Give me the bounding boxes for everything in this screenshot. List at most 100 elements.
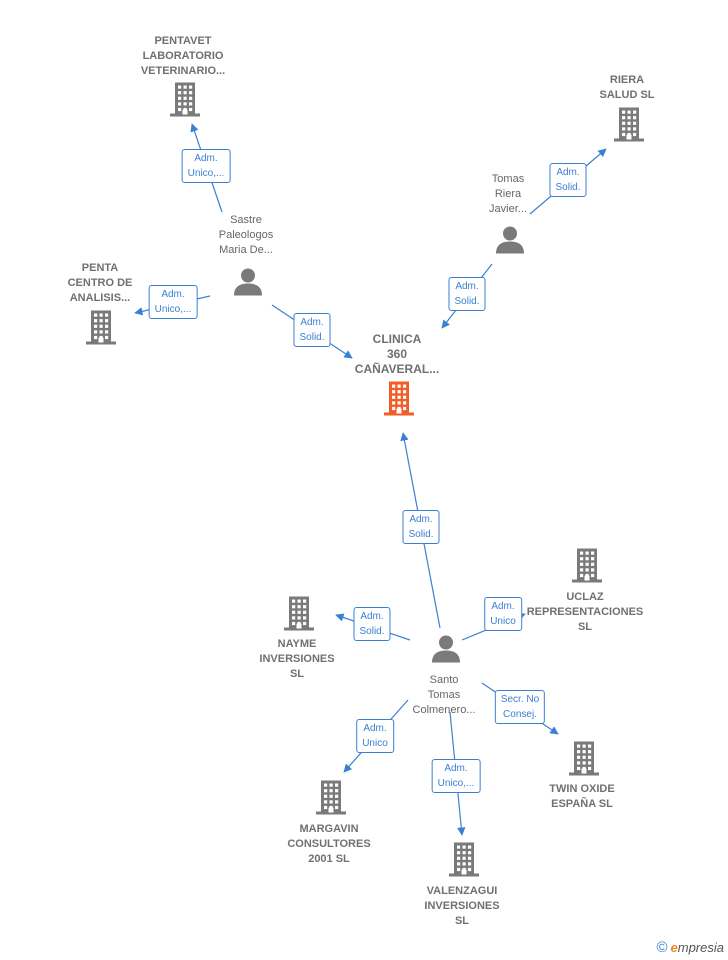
node-label-line: RIERA (609, 74, 645, 86)
edge-label-line: Adm. (556, 167, 580, 178)
node-penta[interactable] (84, 309, 118, 350)
node-label-line: CENTRO DE (67, 277, 133, 289)
edge-label-line: Consej. (503, 709, 537, 720)
edge-label-line: Adm. (363, 723, 387, 734)
node-label-line: LABORATORIO (142, 50, 224, 62)
node-label-line: CONSULTORES (287, 838, 371, 850)
node-pentavet[interactable] (168, 81, 202, 122)
node-clinica[interactable] (382, 380, 416, 421)
node-label-valenzagui[interactable]: VALENZAGUI INVERSIONES SL (424, 884, 499, 929)
edge-label-santo-valenzagui[interactable]: Adm. Unico,... (431, 759, 481, 793)
building-icon (572, 548, 602, 583)
edge-label-line: Unico,... (187, 168, 225, 179)
node-label-line: PENTAVET (154, 35, 212, 47)
building-icon (284, 596, 314, 631)
copyright-symbol: © (656, 939, 668, 956)
node-label-line: PENTA (81, 262, 119, 274)
node-label-line: CAÑAVERAL... (354, 362, 440, 376)
node-label-line: SL (454, 915, 470, 927)
node-uclaz[interactable] (570, 547, 604, 588)
footer-brand: ©empresia (656, 939, 724, 956)
node-santo[interactable] (431, 634, 461, 669)
node-label-line: INVERSIONES (259, 653, 335, 665)
node-valenzagui[interactable] (447, 841, 481, 882)
node-label-riera[interactable]: RIERA SALUD SL (600, 73, 655, 103)
edge-label-line: Adm. (194, 153, 218, 164)
edge-label-sastre-clinica[interactable]: Adm. Solid. (293, 313, 331, 347)
building-icon (316, 780, 346, 815)
node-label-line: TWIN OXIDE (549, 783, 615, 795)
node-label-line: 2001 SL (308, 853, 350, 865)
edge-label-line: Adm. (360, 611, 384, 622)
node-label-line: Tomas (427, 689, 461, 701)
edge-label-sastre-penta[interactable]: Adm. Unico,... (148, 285, 198, 319)
edge-label-santo-clinica[interactable]: Adm. Solid. (402, 510, 440, 544)
person-icon (234, 268, 262, 296)
node-label-line: Javier... (489, 203, 527, 215)
node-twin[interactable] (567, 740, 601, 781)
node-label-line: VETERINARIO... (140, 65, 226, 77)
building-icon (449, 842, 479, 877)
node-label-line: NAYME (277, 638, 317, 650)
edge-label-line: Solid. (408, 529, 434, 540)
node-label-nayme[interactable]: NAYME INVERSIONES SL (259, 637, 334, 682)
brand-initial: e (670, 940, 678, 955)
edge-label-line: Adm. (300, 317, 324, 328)
edge-label-santo-twin[interactable]: Secr. No Consej. (494, 690, 546, 724)
node-label-line: UCLAZ (566, 591, 604, 603)
edge-label-sastre-pentavet[interactable]: Adm. Unico,... (181, 149, 231, 183)
edge-label-line: Unico,... (437, 778, 475, 789)
edge-label-line: Unico (362, 738, 388, 749)
node-margavin[interactable] (314, 779, 348, 820)
node-label-line: CLINICA (372, 332, 422, 346)
node-nayme[interactable] (282, 595, 316, 636)
node-label-line: REPRESENTACIONES (526, 606, 644, 618)
node-sastre[interactable] (233, 267, 263, 302)
node-label-twin[interactable]: TWIN OXIDE ESPAÑA SL (549, 782, 614, 812)
building-icon (614, 107, 644, 142)
node-label-line: Santo (429, 674, 459, 686)
edge-label-santo-uclaz[interactable]: Adm. Unico (484, 597, 522, 631)
node-label-line: Paleologos (218, 229, 274, 241)
building-icon (569, 741, 599, 776)
node-riera[interactable] (612, 106, 646, 147)
edge-label-line: Unico (490, 616, 516, 627)
building-icon (384, 381, 414, 416)
edge-label-line: Adm. (491, 601, 515, 612)
node-label-uclaz[interactable]: UCLAZ REPRESENTACIONES SL (527, 590, 644, 635)
node-label-pentavet[interactable]: PENTAVET LABORATORIO VETERINARIO... (141, 34, 225, 79)
building-icon (170, 82, 200, 117)
node-label-line: SL (289, 668, 305, 680)
edge-label-line: Solid. (454, 296, 480, 307)
edge-label-line: Adm. (444, 763, 468, 774)
edge-label-line: Solid. (555, 182, 581, 193)
building-icon (86, 310, 116, 345)
node-label-line: VALENZAGUI (426, 885, 498, 897)
node-label-line: SALUD SL (599, 89, 655, 101)
node-label-line: ESPAÑA SL (551, 798, 613, 810)
edge-label-santo-nayme[interactable]: Adm.Solid. (353, 607, 391, 641)
edge-label-line: Adm. (409, 514, 433, 525)
node-label-line: Colmenero... (412, 704, 476, 716)
node-label-line: Maria De... (219, 244, 273, 256)
edge-label-line: Adm. (455, 281, 479, 292)
edge-label-tomas-clinica[interactable]: Adm. Solid. (448, 277, 486, 311)
edge-label-line: Secr. No (500, 694, 540, 705)
node-tomas[interactable] (495, 225, 525, 260)
edge-label-line: Unico,... (154, 304, 192, 315)
edge-label-line: Solid. (299, 332, 325, 343)
node-label-line: Riera (494, 188, 522, 200)
node-label-line: INVERSIONES (424, 900, 500, 912)
edge-label-line: Adm. (161, 289, 185, 300)
edge-label-tomas-riera[interactable]: Adm. Solid. (549, 163, 587, 197)
node-label-line: Tomas (491, 173, 525, 185)
node-label-line: SL (577, 621, 593, 633)
edge-label-santo-margavin[interactable]: Adm. Unico (356, 719, 394, 753)
node-label-line: 360 (386, 347, 408, 361)
